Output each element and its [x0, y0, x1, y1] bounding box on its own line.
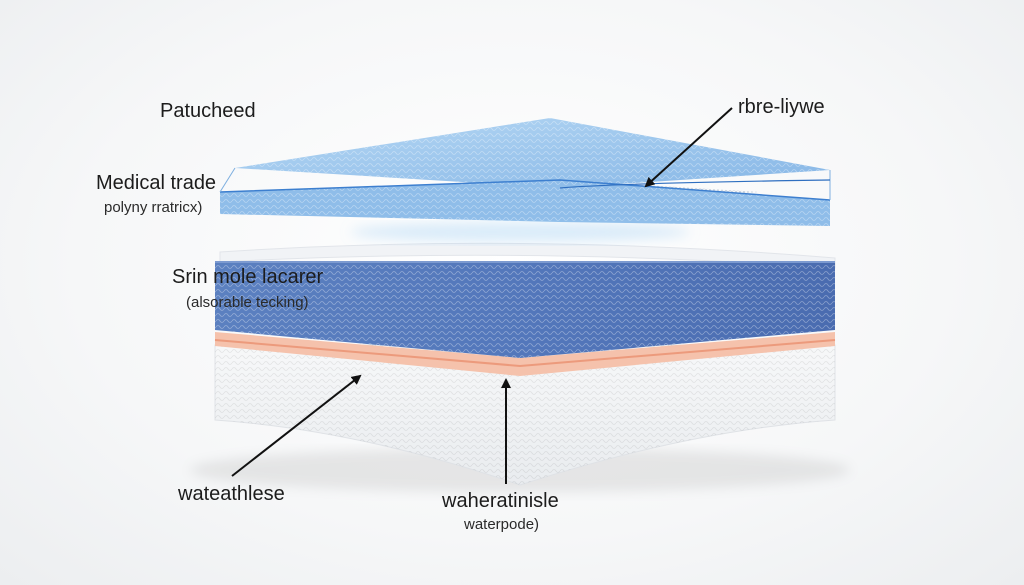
label-top-layer-sub: polyny rratricx): [104, 199, 203, 216]
label-top-right: rbre-liywe: [738, 96, 825, 118]
adhesive-strip: [214, 332, 836, 376]
label-middle-title: Srin mole lacarer: [172, 266, 324, 288]
arrow-bottom-left: [231, 374, 362, 477]
label-top-left: Patucheed: [160, 100, 256, 122]
label-top-layer-title: Medical trade: [96, 172, 217, 194]
middle-layer: [215, 261, 835, 358]
label-bottom-center-title: waheratinisle: [442, 490, 559, 512]
label-middle-sub: (alsorable tecking): [186, 294, 309, 311]
label-bottom-center-sub: waterpode): [464, 516, 540, 533]
top-layer: [219, 118, 831, 242]
label-bottom-left: wateathlese: [178, 483, 285, 505]
arrow-top-right: [644, 107, 733, 188]
